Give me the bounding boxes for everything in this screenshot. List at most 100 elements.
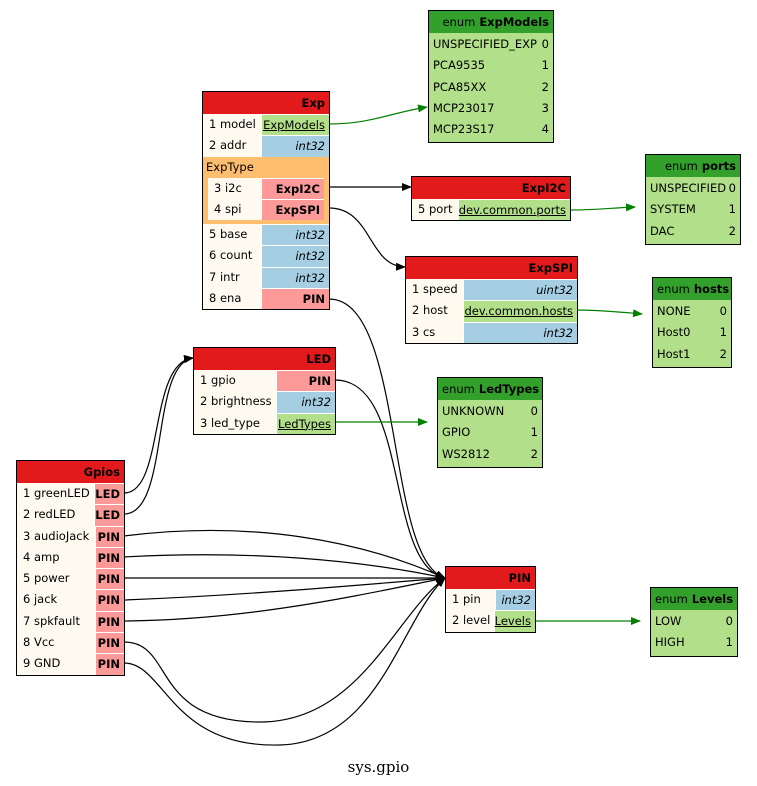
field-label: 2 redLED xyxy=(17,504,95,526)
edge-gpios-vcc-pin xyxy=(123,577,446,723)
field-label: 6 count xyxy=(203,245,261,267)
enum-value-number: 0 xyxy=(541,37,549,51)
field-label: 2 brightness xyxy=(194,391,276,413)
node-header: Exp xyxy=(203,92,329,114)
enum-value-name: MCP23017 xyxy=(433,100,495,115)
field-type[interactable]: ExpSPI xyxy=(261,198,324,221)
field-type[interactable]: PIN xyxy=(95,525,124,547)
field-type[interactable]: PIN xyxy=(95,632,124,654)
enum-value-name: UNSPECIFIED xyxy=(650,181,727,195)
field-type[interactable]: PIN xyxy=(276,370,335,392)
node-header: enum ports xyxy=(646,155,740,177)
field-label: 2 host xyxy=(406,300,463,322)
oneof-name: ExpType xyxy=(206,159,254,174)
field-type: int32 xyxy=(463,321,577,343)
field-label: 1 pin xyxy=(446,589,495,611)
field-type: int32 xyxy=(261,135,329,157)
enum-value-name: PCA85XX xyxy=(433,79,487,94)
field-type[interactable]: dev.common.ports xyxy=(457,199,570,221)
field-type[interactable]: PIN xyxy=(95,610,124,633)
field-type[interactable]: PIN xyxy=(95,653,124,675)
enum-value-number: 3 xyxy=(541,100,549,115)
field-type[interactable]: PIN xyxy=(95,546,124,569)
enum-value-name: UNSPECIFIED_EXP xyxy=(433,37,537,51)
field-type[interactable]: LedTypes xyxy=(276,412,335,434)
field-label: 4 amp xyxy=(17,546,95,569)
field-type: int32 xyxy=(261,245,329,267)
enum-value-number: 1 xyxy=(728,202,736,217)
enum-value-name: UNKNOWN xyxy=(442,404,505,418)
enum-value-number: 1 xyxy=(719,325,727,340)
field-label: 5 port xyxy=(412,199,458,221)
enum-prefix: enum xyxy=(442,382,475,396)
field-type[interactable]: dev.common.hosts xyxy=(463,300,577,322)
field-type[interactable]: PIN xyxy=(95,589,124,611)
enum-value-number: 4 xyxy=(541,122,549,137)
field-label: 2 level xyxy=(446,610,494,632)
enum-value-name: WS2812 xyxy=(442,446,490,461)
node-name: ExpI2C xyxy=(521,181,566,195)
enum-value-number: 0 xyxy=(728,181,736,195)
edge-expi2c-port-ports xyxy=(569,203,636,212)
field-type: int32 xyxy=(495,589,535,611)
field-type[interactable]: PIN xyxy=(95,568,124,590)
enum-value-name: Host1 xyxy=(657,346,691,361)
field-label: 7 intr xyxy=(203,266,261,289)
field-type[interactable]: ExpModels xyxy=(261,114,329,136)
node-header: LED xyxy=(194,348,335,370)
enum-value-name: LOW xyxy=(655,614,682,628)
field-label: 3 led_type xyxy=(194,412,276,434)
field-label: 1 greenLED xyxy=(17,483,95,505)
edge-gpios-spkfault-pin xyxy=(123,575,446,622)
graph-title: sys.gpio xyxy=(347,758,410,776)
field-label: 2 addr xyxy=(203,135,261,157)
enum-value-name: NONE xyxy=(657,304,691,318)
field-type[interactable]: LED xyxy=(94,504,124,526)
field-label: 3 cs xyxy=(406,321,463,343)
node-header: enum LedTypes xyxy=(438,378,542,400)
enum-value-number: 1 xyxy=(541,58,549,73)
node-header: enum ExpModels xyxy=(429,11,553,33)
field-label: 5 base xyxy=(203,224,261,246)
node-header: ExpSPI xyxy=(406,257,577,279)
node-header: enum Levels xyxy=(651,588,737,610)
field-type[interactable]: PIN xyxy=(261,288,329,310)
field-type[interactable]: ExpI2C xyxy=(261,177,324,199)
field-type[interactable]: Levels xyxy=(493,610,535,632)
enum-value-name: PCA9535 xyxy=(433,58,486,73)
enum-value-number: 1 xyxy=(530,425,538,440)
field-type[interactable]: LED xyxy=(94,483,124,505)
